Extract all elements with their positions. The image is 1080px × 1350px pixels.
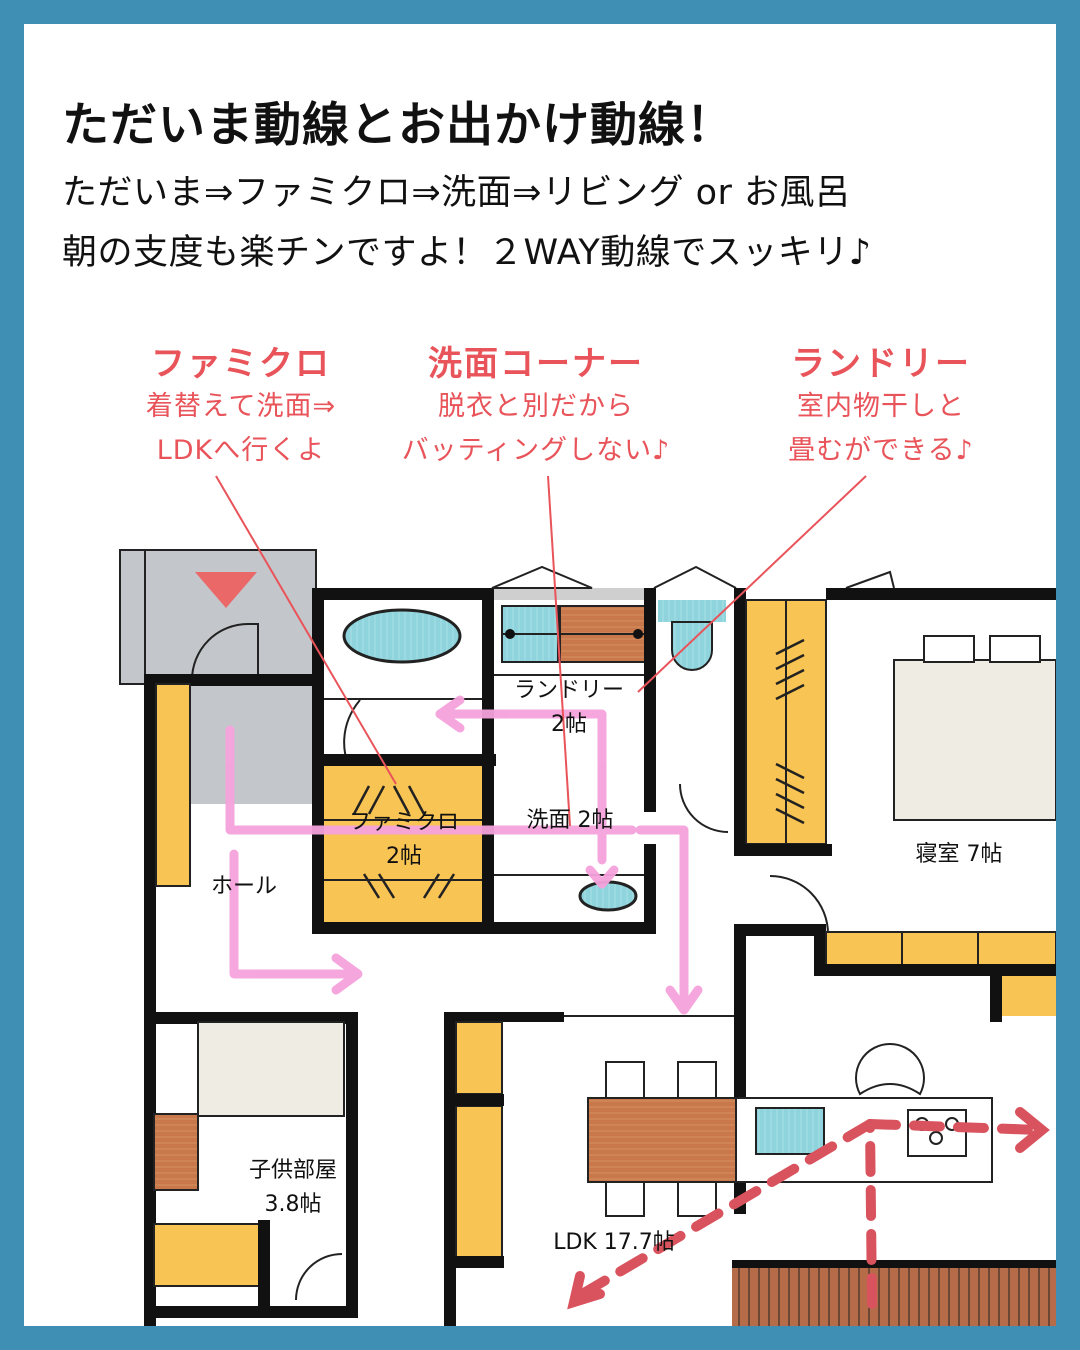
room-name: 子供部屋 — [248, 1158, 337, 1183]
page-title: ただいま動線とお出かけ動線！ — [62, 98, 734, 153]
entrance-porch — [119, 549, 317, 685]
dining-table-icon — [587, 1097, 737, 1183]
room-label-ldk: LDK 17.7帖 — [553, 1230, 675, 1255]
floor-plan — [119, 475, 1056, 1326]
infographic-frame: ただいま動線とお出かけ動線！ ただいま⇒ファミクロ⇒洗面⇒リビング or お風呂… — [24, 24, 1056, 1326]
callout-text: バッティングしない♪ — [401, 435, 671, 466]
room-label-bedroom: 寝室 7帖 — [915, 842, 1003, 867]
kids-bed-icon — [197, 1021, 345, 1117]
callout-heading: 洗面コーナー — [428, 344, 644, 384]
room-label-washroom: 洗面 2帖 — [526, 808, 614, 833]
red-outing-route — [567, 1119, 1045, 1309]
callout-text: 畳むができる♪ — [788, 435, 974, 466]
room-size: 3.8帖 — [264, 1192, 322, 1217]
callout-text: LDKへ行くよ — [156, 435, 326, 466]
room-label-famikuro: ファミクロ 2帖 — [324, 806, 484, 874]
callout-text: 脱衣と別だから — [438, 391, 634, 422]
room-name: ファミクロ — [348, 810, 459, 835]
callout-text: 室内物干しと — [797, 391, 965, 422]
room-size: 2帖 — [551, 712, 587, 737]
subtitle-summary: 朝の支度も楽チンですよ！２WAY動線でスッキリ♪ — [62, 233, 872, 273]
sink-icon — [578, 880, 638, 912]
callout-text: 着替えて洗面⇒ — [145, 391, 337, 422]
room-label-kids-room: 子供部屋 3.8帖 — [238, 1154, 348, 1222]
callout-heading: ランドリー — [791, 344, 971, 384]
room-label-laundry: ランドリー 2帖 — [494, 674, 644, 742]
room-label-hall: ホール — [210, 874, 277, 899]
hanger-icon — [352, 785, 456, 899]
bed-icon — [893, 659, 1056, 821]
callout-famikuro: ファミクロ 着替えて洗面⇒ LDKへ行くよ — [96, 336, 386, 473]
pink-return-route — [225, 695, 703, 1015]
callout-laundry: ランドリー 室内物干しと 畳むができる♪ — [736, 336, 1026, 473]
callout-heading: ファミクロ — [151, 344, 331, 384]
bathtub-icon — [342, 608, 462, 664]
callout-leaders — [215, 475, 867, 827]
desk-icon — [153, 1113, 199, 1191]
subtitle-route: ただいま⇒ファミクロ⇒洗面⇒リビング or お風呂 — [62, 173, 851, 213]
callout-washroom: 洗面コーナー 脱衣と別だから バッティングしない♪ — [386, 336, 686, 473]
kitchen-sink-icon — [755, 1107, 825, 1155]
entrance-marker-icon — [195, 572, 257, 608]
room-name: ランドリー — [513, 678, 624, 703]
room-size: 2帖 — [386, 844, 422, 869]
toilet-icon — [671, 621, 713, 671]
